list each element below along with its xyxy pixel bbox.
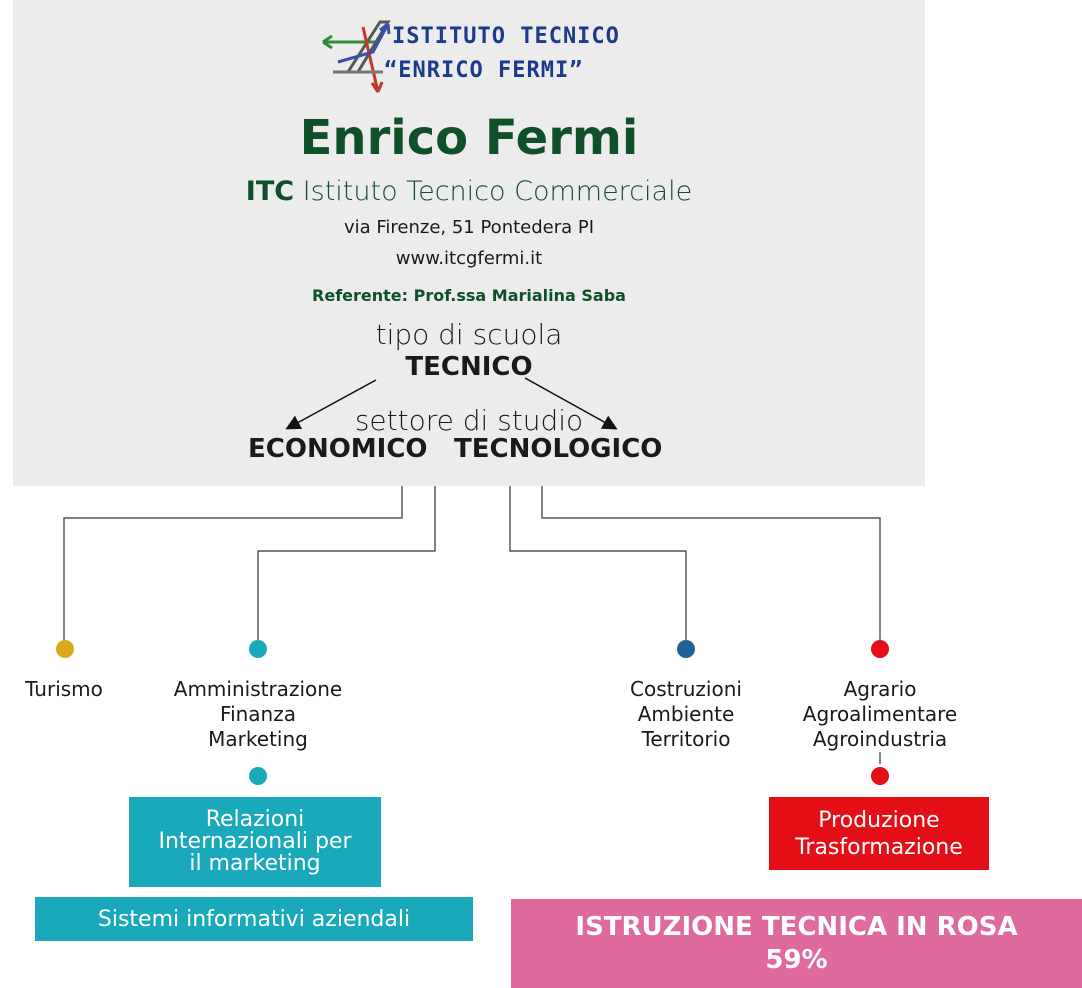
logo-text-line1: ISTITUTO TECNICO: [392, 24, 620, 49]
dot-afm: [249, 640, 267, 658]
arrow-to-tecnologico: [524, 377, 618, 430]
box-sistemi-informativi: Sistemi informativi aziendali: [35, 897, 473, 941]
school-address: via Firenze, 51 Pontedera PI: [343, 217, 595, 238]
dot-agrario-sub: [871, 767, 889, 785]
sector-tecnologico: TECNOLOGICO: [454, 434, 663, 464]
school-type-value: TECNICO: [405, 352, 533, 382]
logo-text-line2: “ENRICO FERMI”: [384, 58, 584, 83]
dot-afm-sub: [249, 767, 267, 785]
women-box-title: ISTRUZIONE TECNICA IN ROSA: [575, 911, 1018, 942]
header-box: [13, 0, 925, 486]
box-relazioni-internazionali: Relazioni Internazionali per il marketin…: [129, 797, 381, 887]
branch-afm: Amministrazione Finanza Marketing: [173, 677, 343, 751]
line-cat: [509, 486, 687, 640]
line-afm: [257, 486, 436, 640]
box-produzione-trasformazione: Produzione Trasformazione: [769, 797, 989, 870]
branch-turismo: Turismo: [25, 677, 103, 701]
branch-cat: Costruzioni Ambiente Territorio: [630, 677, 742, 751]
school-type-full: Istituto Tecnico Commerciale: [302, 176, 693, 207]
women-in-tech-box: ISTRUZIONE TECNICA IN ROSA 59%: [511, 899, 1082, 988]
school-website[interactable]: www.itcgfermi.it: [395, 248, 543, 269]
school-referent: Referente: Prof.ssa Marialina Saba: [312, 286, 626, 305]
sector-label: settore di studio: [354, 404, 584, 437]
line-turismo: [63, 486, 403, 640]
school-name: Enrico Fermi: [299, 110, 639, 166]
school-type-abbr: ITC: [245, 176, 295, 207]
line-agrario: [541, 486, 881, 640]
women-box-percent: 59%: [765, 944, 828, 975]
school-type-label: tipo di scuola: [375, 318, 563, 351]
dot-turismo: [56, 640, 74, 658]
dot-agrario: [871, 640, 889, 658]
school-type-line: ITC Istituto Tecnico Commerciale: [13, 176, 925, 207]
dot-cat: [677, 640, 695, 658]
school-logo: [322, 20, 391, 93]
arrow-to-economico: [285, 379, 377, 430]
sector-economico: ECONOMICO: [248, 434, 428, 464]
branch-agrario: Agrario Agroalimentare Agroindustria: [802, 677, 958, 751]
